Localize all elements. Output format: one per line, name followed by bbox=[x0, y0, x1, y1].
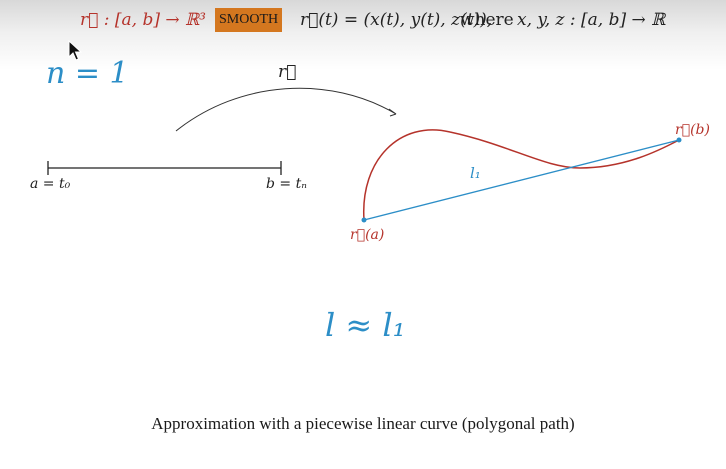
header-formula-bar: r⃗ : [a, b] → ℝ³ SMOOTH r⃗(t) = (x(t), y… bbox=[0, 8, 726, 36]
smooth-badge: SMOOTH bbox=[215, 8, 283, 32]
where-word: where bbox=[460, 10, 514, 30]
length-approximation: l ≈ l₁ bbox=[325, 306, 406, 344]
caption: Approximation with a piecewise linear cu… bbox=[151, 414, 575, 433]
curve-end-label: r⃗(b) bbox=[675, 122, 710, 138]
chord-segment bbox=[363, 139, 680, 221]
header-background bbox=[0, 0, 726, 70]
parametrization-definition: r⃗(t) = (x(t), y(t), z(t)), bbox=[300, 10, 493, 30]
mapping-arrow-label: r⃗ bbox=[278, 62, 297, 82]
interval-start-label: a = t₀ bbox=[30, 176, 71, 192]
map-signature: r⃗ : [a, b] → ℝ³ bbox=[80, 10, 206, 30]
mouse-pointer-icon bbox=[68, 40, 82, 61]
segment-label: l₁ bbox=[470, 164, 481, 182]
mapping-arrowhead bbox=[388, 108, 397, 117]
start-point bbox=[361, 217, 367, 223]
interval-end-label: b = tₙ bbox=[266, 176, 307, 192]
n-label: n = 1 bbox=[46, 56, 129, 91]
component-definition: x, y, z : [a, b] → ℝ bbox=[517, 10, 666, 30]
mapping-arrow bbox=[175, 87, 397, 132]
smooth-curve bbox=[363, 129, 680, 221]
end-point bbox=[676, 137, 682, 143]
curve-start-label: r⃗(a) bbox=[350, 227, 385, 243]
